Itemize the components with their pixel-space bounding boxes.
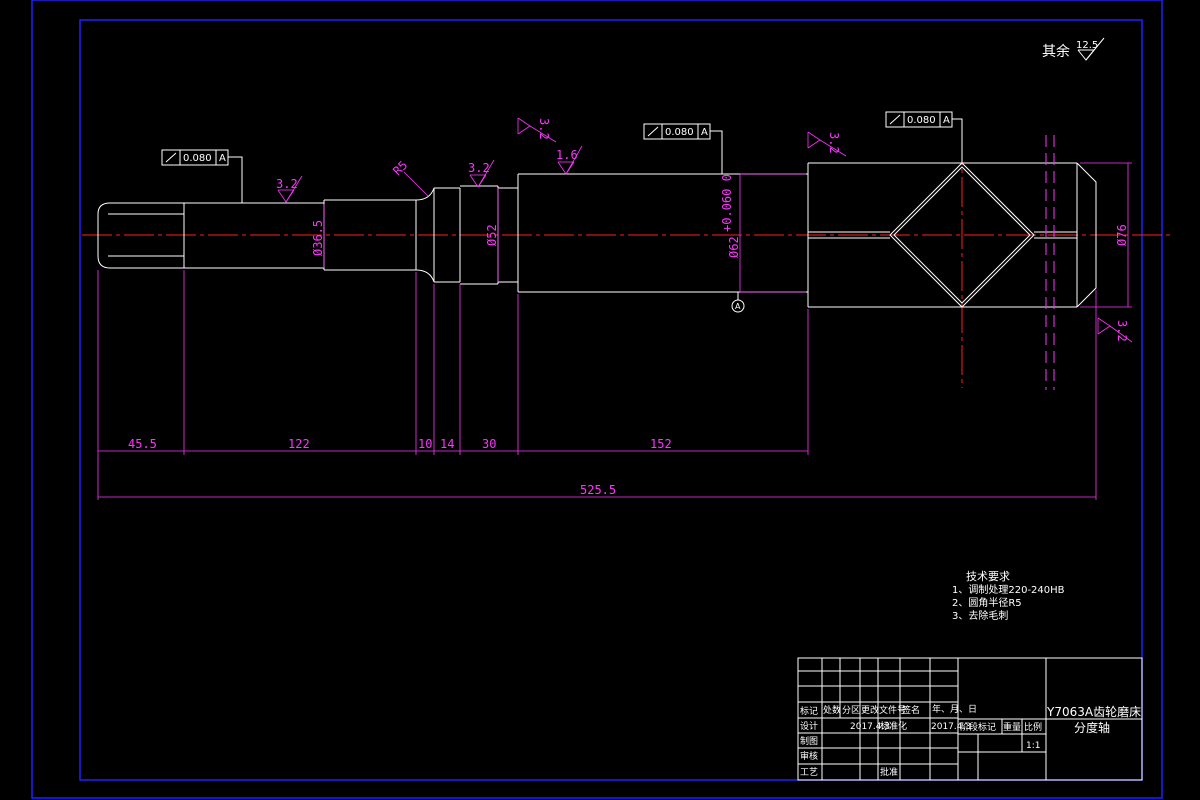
others-finish-tick xyxy=(1085,37,1105,61)
datum-circle xyxy=(731,299,745,313)
runout-icon xyxy=(889,114,901,125)
tb-scale: 1:1 xyxy=(1026,741,1040,751)
finish-mark-2 xyxy=(469,159,495,188)
diameter-76: Ø76 xyxy=(1115,224,1129,246)
tb-check: 审核 xyxy=(800,750,818,762)
dimension-lines xyxy=(98,163,1129,498)
tolerance-frame-left: 0.080 A xyxy=(161,149,243,203)
shaft-outline xyxy=(97,162,1097,308)
length-45-5: 45.5 xyxy=(128,437,157,451)
length-30: 30 xyxy=(482,437,496,451)
tb-zone: 分区 xyxy=(842,705,860,716)
tolerance-frame-middle: 0.080 A xyxy=(643,123,723,174)
runout-icon xyxy=(647,126,659,137)
tolerance-frame-right: 0.080 A xyxy=(885,111,963,163)
tech-title: 技术要求 xyxy=(966,570,1010,583)
extension-lines xyxy=(97,162,1132,500)
tb-draw: 制图 xyxy=(800,735,818,747)
tech-item-2: 2、圆角半径R5 xyxy=(952,596,1022,609)
others-finish-label: 其余 xyxy=(1042,43,1070,60)
svg-text:A: A xyxy=(943,115,950,126)
svg-text:0.080: 0.080 xyxy=(183,153,212,164)
tech-item-1: 1、调制处理220-240HB xyxy=(952,583,1065,596)
svg-text:0.080: 0.080 xyxy=(907,115,936,126)
runout-icon xyxy=(165,152,177,163)
diameter-52: Ø52 xyxy=(485,224,499,246)
tb-date: 年、月、日 xyxy=(932,703,977,715)
title-block xyxy=(797,657,1143,781)
tb-design-date: 2017.4.3 xyxy=(850,722,890,732)
tb-approve: 批准 xyxy=(880,766,898,778)
finish-mark-1 xyxy=(277,175,303,203)
tb-stage: 阶段标记 xyxy=(960,721,996,733)
diamond-section-inner xyxy=(893,166,1031,304)
tb-mark: 标记 xyxy=(800,705,818,717)
tb-doc: 更改文件号 xyxy=(861,704,906,716)
tb-standard: 标准化 xyxy=(880,720,907,732)
others-finish-symbol xyxy=(1077,49,1095,61)
section-mark-lines xyxy=(1045,135,1055,390)
tb-standard-date: 2017.4.3 xyxy=(931,722,971,732)
diamond-section xyxy=(889,162,1035,308)
finish-mark-5 xyxy=(807,131,847,157)
length-14: 14 xyxy=(440,437,454,451)
tb-scale-label: 比例 xyxy=(1024,721,1042,733)
finish-mark-3 xyxy=(557,145,583,175)
inner-frame xyxy=(79,19,1143,781)
length-122: 122 xyxy=(288,437,310,451)
tb-product: Y7063A齿轮磨床 xyxy=(1046,705,1141,719)
svg-text:A: A xyxy=(701,127,708,138)
radius-leader xyxy=(403,171,429,197)
outer-frame xyxy=(31,0,1163,799)
length-total: 525.5 xyxy=(580,483,616,497)
finish-mark-4 xyxy=(517,117,557,143)
finish-value-4: 3.2 xyxy=(537,118,551,140)
tb-part: 分度轴 xyxy=(1074,720,1110,735)
length-10: 10 xyxy=(418,437,432,451)
tb-design: 设计 xyxy=(800,720,818,732)
length-152: 152 xyxy=(650,437,672,451)
finish-value-1: 3.2 xyxy=(276,177,298,191)
finish-mark-6 xyxy=(1097,317,1133,343)
diameter-36-5: Ø36.5 xyxy=(311,220,325,256)
finish-value-3: 1.6 xyxy=(556,148,578,162)
tb-sign: 签名 xyxy=(902,704,920,716)
finish-value-6: 3.2 xyxy=(1115,320,1129,342)
svg-text:A: A xyxy=(219,153,226,164)
datum-letter: A xyxy=(735,302,741,311)
tb-count: 处数 xyxy=(823,704,841,716)
diameter-62: Ø62 xyxy=(727,236,741,258)
diameter-62-tolerance: +0.060 0 xyxy=(720,174,734,232)
tb-weight: 重量 xyxy=(1003,721,1021,733)
svg-text:0.080: 0.080 xyxy=(665,127,694,138)
finish-value-5: 3.2 xyxy=(827,132,841,154)
others-finish-value: 12.5 xyxy=(1076,40,1098,51)
tech-item-3: 3、去除毛刺 xyxy=(952,609,1008,622)
finish-value-2: 3.2 xyxy=(468,161,490,175)
tb-process: 工艺 xyxy=(800,767,818,778)
